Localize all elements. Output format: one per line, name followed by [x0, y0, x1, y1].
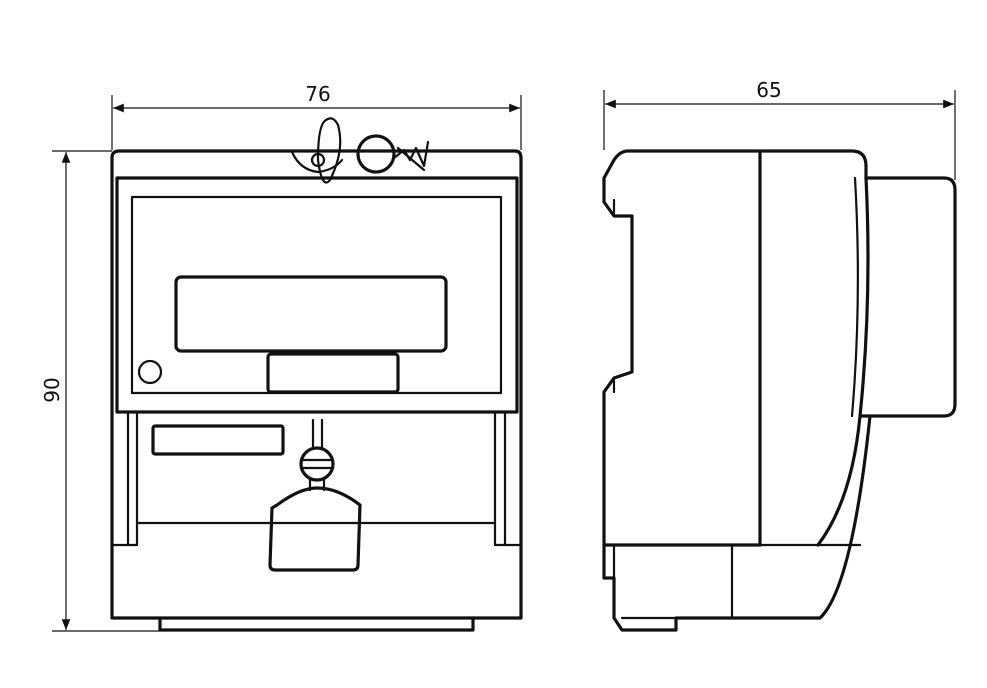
depth-label: 65 — [756, 78, 781, 102]
top-seal — [290, 117, 430, 184]
side-curved-cover — [816, 176, 870, 547]
height-dimension: 90 — [40, 150, 160, 632]
terminal-seal — [299, 418, 335, 492]
side-main-housing — [758, 149, 868, 180]
nameplate — [266, 352, 400, 394]
terminal-label — [151, 424, 285, 456]
indicator-led — [137, 359, 163, 385]
side-terminal-cover — [602, 414, 872, 632]
width-dimension: 76 — [111, 82, 522, 150]
front-cover-frame — [115, 176, 519, 414]
din-rail-clip — [602, 149, 762, 547]
lcd-display — [174, 275, 448, 353]
seal-ball — [356, 134, 396, 174]
side-view — [602, 149, 957, 632]
width-label: 76 — [305, 82, 330, 106]
terminal-cover-clip — [268, 486, 362, 572]
front-view — [110, 117, 523, 632]
side-front-protrusion — [860, 176, 957, 418]
front-outer-body — [110, 149, 523, 620]
height-label: 90 — [40, 377, 64, 402]
depth-dimension: 65 — [603, 78, 956, 180]
front-base — [158, 616, 475, 632]
